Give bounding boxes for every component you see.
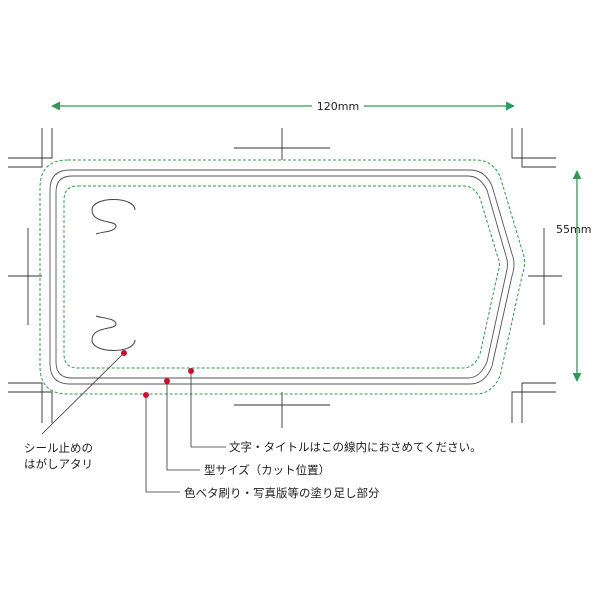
trim-marks bbox=[8, 128, 556, 423]
trim-mark-top-right bbox=[511, 128, 556, 159]
width-label: 120mm bbox=[317, 100, 359, 113]
callout-cut-line: 型サイズ（カット位置） bbox=[204, 463, 330, 477]
callout-seal-line1: シール止めの bbox=[24, 441, 93, 455]
trim-mark-bottom-left bbox=[8, 382, 43, 423]
seal-peel-guides bbox=[91, 199, 136, 351]
height-dimension: 55mm bbox=[556, 170, 591, 382]
seal-guide-top bbox=[91, 199, 136, 235]
dot-text-area bbox=[188, 368, 194, 374]
callout-dots bbox=[121, 350, 194, 398]
leader-seal bbox=[41, 352, 125, 435]
callout-bleed: 色ベタ刷り・写真版等の塗り足し部分 bbox=[184, 486, 380, 500]
cut-line bbox=[49, 169, 515, 385]
trim-mark-bottom-right bbox=[521, 382, 556, 423]
leader-bleed bbox=[145, 395, 180, 493]
leader-cut-line bbox=[166, 381, 200, 471]
height-label: 55mm bbox=[556, 223, 591, 236]
trim-mark-top-left bbox=[8, 128, 53, 159]
dot-seal bbox=[121, 350, 127, 356]
callout-leaders bbox=[41, 352, 226, 493]
leader-text-area bbox=[190, 371, 226, 448]
safe-area-line bbox=[63, 185, 500, 369]
seal-guide-bottom bbox=[91, 315, 136, 351]
center-marks bbox=[8, 128, 562, 428]
bleed-line bbox=[39, 159, 525, 395]
callout-seal-line2: はがしアタリ bbox=[24, 457, 93, 471]
dot-cut-line bbox=[164, 378, 170, 384]
width-dimension: 120mm bbox=[51, 98, 515, 113]
callout-text-area: 文字・タイトルはこの線内におさめてください。 bbox=[229, 440, 482, 454]
dot-bleed bbox=[143, 392, 149, 398]
